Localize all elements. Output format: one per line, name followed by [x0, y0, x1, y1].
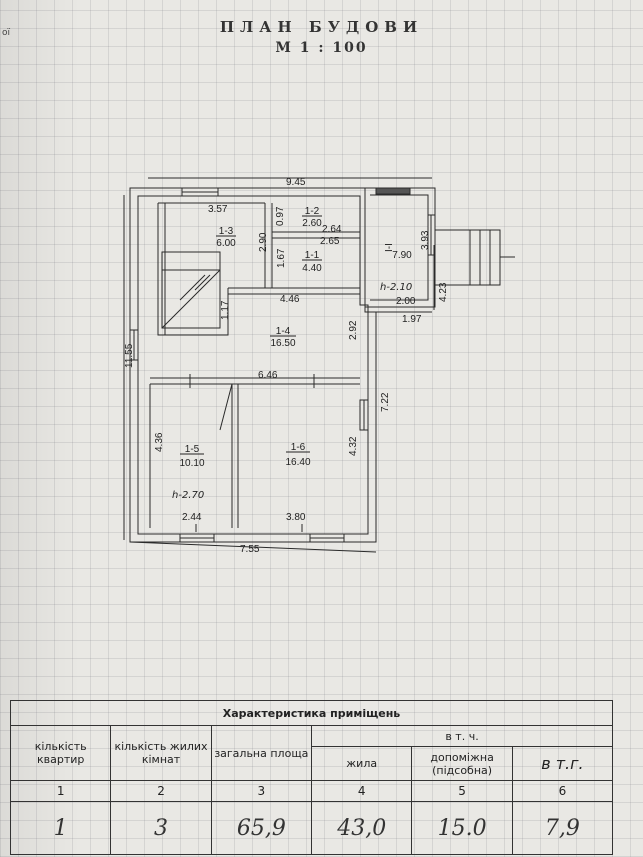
dim-7-22: 7.22: [380, 392, 391, 412]
header-apartments: кількість квартир: [9, 725, 112, 781]
dim-0-97: 0.97: [275, 206, 286, 226]
col-number-5: 5: [411, 780, 513, 802]
value-auxiliary: 15.0: [411, 801, 513, 855]
annex-height: h-2.10: [380, 282, 412, 293]
room-1-1: 1-1 4.40: [302, 250, 322, 274]
room-1-2: 1-2 2.60: [302, 206, 322, 229]
dim-bottom: 7.55: [240, 544, 260, 555]
dim-1-17: 1.17: [220, 300, 231, 320]
dim-3-80: 3.80: [286, 512, 306, 523]
svg-text:1-1: 1-1: [305, 250, 320, 261]
svg-text:16.40: 16.40: [285, 457, 310, 468]
room-1-4: 1-4 16.50: [270, 326, 296, 349]
room-annex: I-I 7.90: [384, 243, 412, 261]
value-living-rooms: 3: [110, 801, 212, 855]
dim-6-46: 6.46: [258, 370, 278, 381]
table-subheader: в т. ч.: [311, 725, 613, 747]
dim-2-65: 2.65: [320, 236, 340, 247]
dim-left: 11.55: [124, 343, 135, 368]
svg-text:10.10: 10.10: [179, 458, 204, 469]
dim-top: 9.45: [286, 177, 306, 188]
room-characteristics-table: Характеристика приміщень кількість кварт…: [9, 700, 614, 855]
dim-1-67: 1.67: [276, 248, 287, 268]
room-1-3: 1-3 6.00: [216, 226, 236, 249]
col-number-3: 3: [210, 780, 313, 802]
dim-2-00: 2.00: [396, 296, 416, 307]
header-handwritten: в т.г.: [511, 746, 614, 781]
dim-2-90: 2.90: [258, 232, 269, 252]
value-living-area: 43,0: [311, 801, 413, 855]
header-total-area: загальна площа: [210, 725, 313, 781]
dim-4-32: 4.32: [348, 436, 359, 456]
svg-text:2.60: 2.60: [302, 218, 322, 229]
svg-text:I-I: I-I: [384, 243, 395, 252]
svg-text:6.00: 6.00: [216, 238, 236, 249]
header-auxiliary: допоміжна (підсобна): [411, 746, 513, 781]
svg-text:16.50: 16.50: [270, 338, 295, 349]
col-number-6: 6: [511, 780, 614, 802]
value-total-area: 65,9: [210, 801, 313, 855]
header-living-rooms: кількість жилих кімнат: [110, 725, 212, 781]
dim-3-57: 3.57: [208, 204, 228, 215]
col-number-2: 2: [110, 780, 212, 802]
col-number-1: 1: [9, 780, 112, 802]
dim-2-92: 2.92: [348, 320, 359, 340]
dim-4-46: 4.46: [280, 294, 300, 305]
col-number-4: 4: [311, 780, 413, 802]
dim-1-97: 1.97: [402, 314, 422, 325]
dim-3-93: 3.93: [420, 230, 431, 250]
svg-text:1-3: 1-3: [219, 226, 234, 237]
svg-text:1-2: 1-2: [305, 206, 320, 217]
margin-note: ої: [2, 28, 11, 38]
floor-plan: 9.45 7.55 11.55 3.57 0.97 2.90 1.67 2.64…: [123, 177, 515, 555]
svg-text:7.90: 7.90: [392, 250, 412, 261]
svg-text:1-4: 1-4: [276, 326, 291, 337]
svg-text:1-5: 1-5: [185, 444, 200, 455]
plan-scale: М 1 : 100: [275, 40, 368, 56]
dim-2-44: 2.44: [182, 512, 202, 523]
main-height: h-2.70: [172, 490, 204, 501]
value-extra: 7,9: [511, 801, 614, 855]
header-living-area: жила: [311, 746, 413, 781]
dim-4-36: 4.36: [154, 432, 165, 452]
svg-text:4.40: 4.40: [302, 263, 322, 274]
dim-4-23: 4.23: [438, 282, 449, 302]
table-caption: Характеристика приміщень: [10, 700, 613, 726]
room-1-6: 1-6 16.40: [285, 442, 310, 468]
svg-text:1-6: 1-6: [291, 442, 306, 453]
plan-title: ПЛАН БУДОВИ: [219, 18, 424, 36]
room-1-5: 1-5 10.10: [179, 444, 204, 469]
value-apartments: 1: [9, 801, 112, 855]
dim-2-64: 2.64: [322, 224, 342, 235]
